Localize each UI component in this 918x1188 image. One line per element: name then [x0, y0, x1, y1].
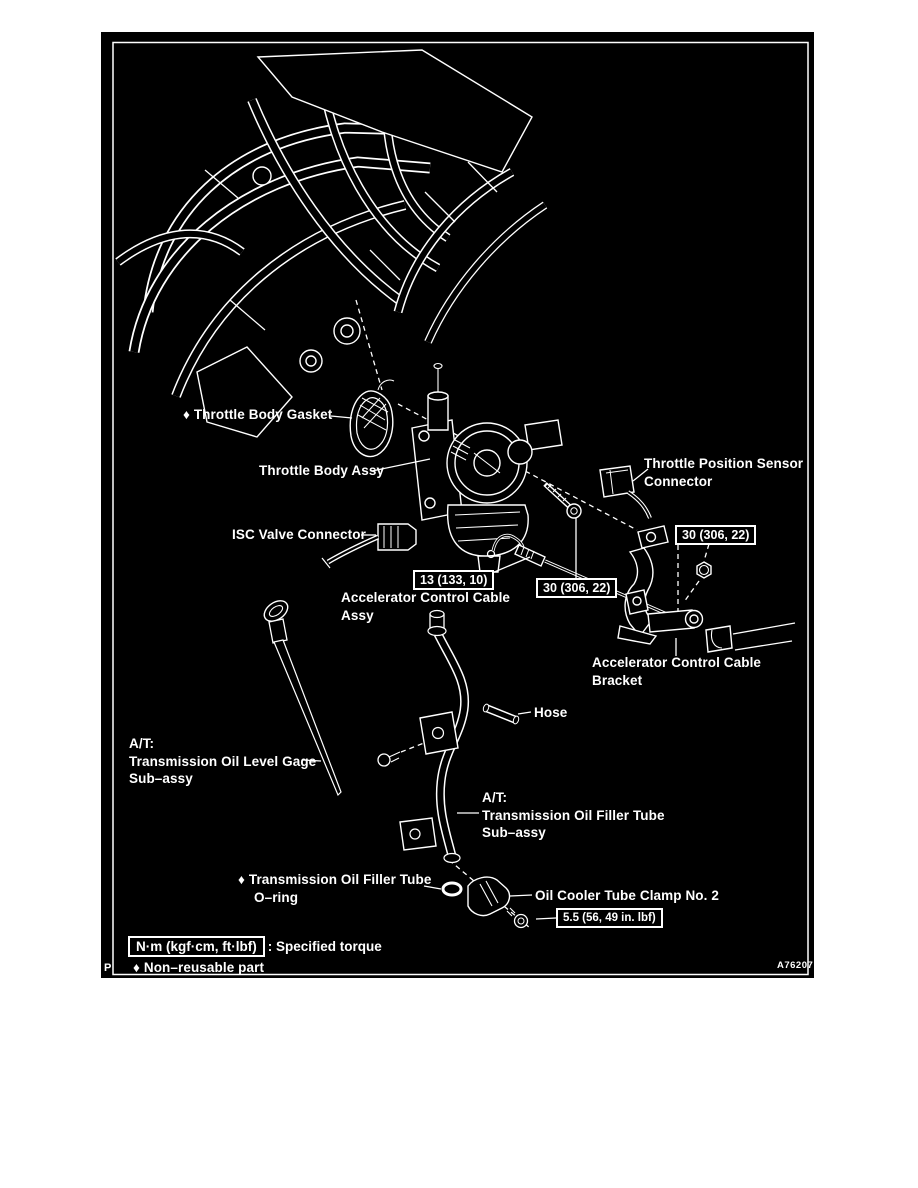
torque-box-clamp-bolt: 5.5 (56, 49 in. lbf): [556, 908, 663, 928]
legend-non-reusable: ♦ Non–reusable part: [133, 960, 265, 975]
diagram-inner-border: [112, 41, 809, 976]
throttle-body-art: [411, 362, 563, 573]
tps-connector-art: [599, 465, 652, 519]
bracket-nut-art: [696, 561, 712, 579]
clamp-bolt-art: [506, 907, 529, 929]
bracket-bolt-art: [543, 482, 582, 519]
legend-torque: N·m (kgf·cm, ft·lbf) : Specified torque: [128, 936, 382, 957]
label-filler-tube-o-ring: ♦ Transmission Oil Filler Tube O–ring: [238, 872, 432, 905]
label-oil-filler-tube: A/T: Transmission Oil Filler Tube Sub–as…: [482, 790, 665, 840]
label-isc-valve-connector: ISC Valve Connector: [232, 527, 366, 542]
oil-cooler-clamp-art: [467, 876, 511, 917]
label-oil-cooler-clamp: Oil Cooler Tube Clamp No. 2: [535, 888, 719, 903]
throttle-body-gasket-art: [349, 379, 395, 458]
label-throttle-body-assy: Throttle Body Assy: [259, 463, 385, 478]
label-throttle-body-gasket: ♦ Throttle Body Gasket: [183, 407, 333, 422]
oil-filler-tube-art: [377, 609, 470, 864]
label-hose: Hose: [534, 705, 568, 720]
legend-torque-caption: : Specified torque: [267, 939, 382, 954]
o-ring-art: [441, 881, 463, 897]
page-marker: P: [104, 962, 112, 974]
label-cable-bracket: Accelerator Control Cable Bracket: [592, 655, 762, 688]
hose-art: [482, 703, 520, 725]
torque-box-bracket-bolt: 30 (306, 22): [536, 578, 618, 598]
tab-screw-art: [377, 753, 391, 767]
torque-box-bracket-nut: 30 (306, 22): [675, 525, 757, 545]
oil-level-gage-art: [263, 600, 342, 797]
label-oil-level-gage: A/T: Transmission Oil Level Gage Sub–ass…: [129, 736, 317, 786]
isc-connector-art: [321, 523, 417, 569]
label-tps-connector: Throttle Position Sensor Connector: [644, 456, 804, 489]
leader-lines: [302, 415, 677, 920]
engine-manifold-art: [115, 49, 548, 438]
torque-box-cable-adjuster: 13 (133, 10): [413, 570, 495, 590]
cable-bracket-art: [617, 525, 796, 653]
figure-code: A76207: [777, 960, 814, 971]
legend-torque-unit-box: N·m (kgf·cm, ft·lbf): [128, 936, 265, 957]
label-accelerator-cable: Accelerator Control Cable Assy: [341, 590, 511, 623]
